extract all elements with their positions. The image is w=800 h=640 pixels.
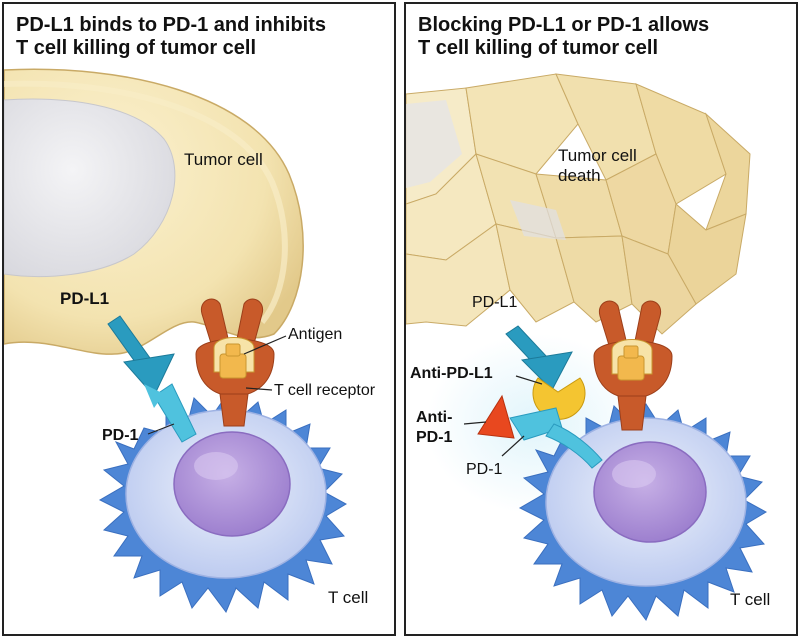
label-pd-1: PD-1 [102,426,138,445]
antigen [612,340,652,381]
left-panel-title: PD-L1 binds to PD-1 and inhibits T cell … [16,14,386,60]
label-t-cell: T cell [730,590,770,609]
label-pd-l1: PD-L1 [60,289,109,308]
label-anti-pd-1-line1: Anti- [416,408,452,427]
label-anti-pd-l1: Anti-PD-L1 [410,364,493,383]
right-title-line2: T cell killing of tumor cell [418,37,788,60]
right-panel: Blocking PD-L1 or PD-1 allows T cell kil… [404,2,798,636]
antigen [214,338,254,379]
label-t-cell: T cell [328,588,368,607]
label-anti-pd-1-line2: PD-1 [416,428,452,447]
label-antigen: Antigen [288,325,342,344]
right-title-line1: Blocking PD-L1 or PD-1 allows [418,14,788,37]
left-panel: PD-L1 binds to PD-1 and inhibits T cell … [2,2,396,636]
left-title-line2: T cell killing of tumor cell [16,37,386,60]
t-cell-nucleus [594,442,706,542]
left-title-line1: PD-L1 binds to PD-1 and inhibits [16,14,386,37]
t-cell-nucleus-highlight [194,452,238,480]
label-t-cell-receptor: T cell receptor [274,381,375,400]
t-cell-nucleus [174,432,290,536]
tumor-cell-death [406,74,750,334]
right-panel-title: Blocking PD-L1 or PD-1 allows T cell kil… [418,14,788,60]
label-tumor-cell: Tumor cell [184,150,263,169]
right-illustration [406,4,798,636]
label-pd-l1: PD-L1 [472,293,517,312]
left-illustration [4,4,396,636]
label-tumor-cell-death-line1: Tumor cell [558,146,637,165]
label-tumor-cell-death-line2: death [558,166,601,185]
label-pd-1: PD-1 [466,460,502,479]
t-cell-nucleus-highlight [612,460,656,488]
